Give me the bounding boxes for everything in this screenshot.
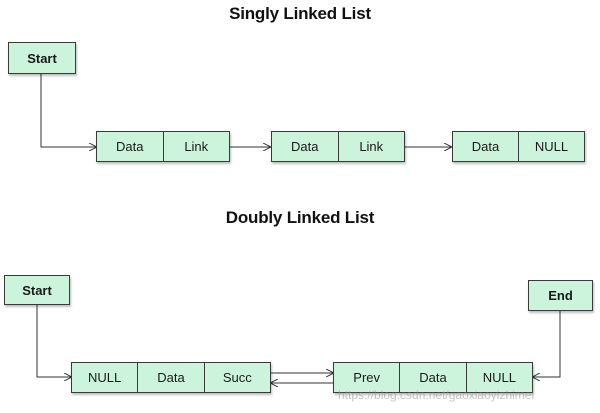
doubly-start-box: Start [4,275,70,305]
doubly-node-2-data: Data [400,363,467,392]
doubly-node-2-prev: Prev [334,363,401,392]
singly-node-3-data: Data [453,132,519,161]
doubly-node-2: Prev Data NULL [333,362,533,393]
doubly-node-1-prev: NULL [72,363,139,392]
singly-start-arrow [40,74,96,147]
doubly-node-1-next: Succ [222,370,252,385]
singly-node-3: Data NULL [452,131,585,162]
doubly-end-box: End [528,280,593,311]
singly-node-1-link: Link [184,139,209,154]
singly-node-2-link: Link [359,139,384,154]
singly-node-2: Data Link [271,131,405,162]
doubly-title: Doubly Linked List [225,208,375,227]
singly-node-1: Data Link [96,131,230,162]
singly-start-box: Start [8,42,76,74]
singly-node-2-data: Data [272,132,339,161]
singly-title: Singly Linked List [229,4,371,23]
watermark-url: https://blog.csdn.net/gaoxiaoyizhimei [338,388,535,402]
doubly-end-arrow [533,311,561,377]
doubly-node-1-data: Data [138,363,205,392]
doubly-node-2-next: NULL [482,370,516,385]
doubly-start-arrow [36,305,71,377]
doubly-node-1: NULL Data Succ [71,362,271,393]
singly-node-1-data: Data [97,132,164,161]
singly-node-3-null: NULL [534,139,569,154]
